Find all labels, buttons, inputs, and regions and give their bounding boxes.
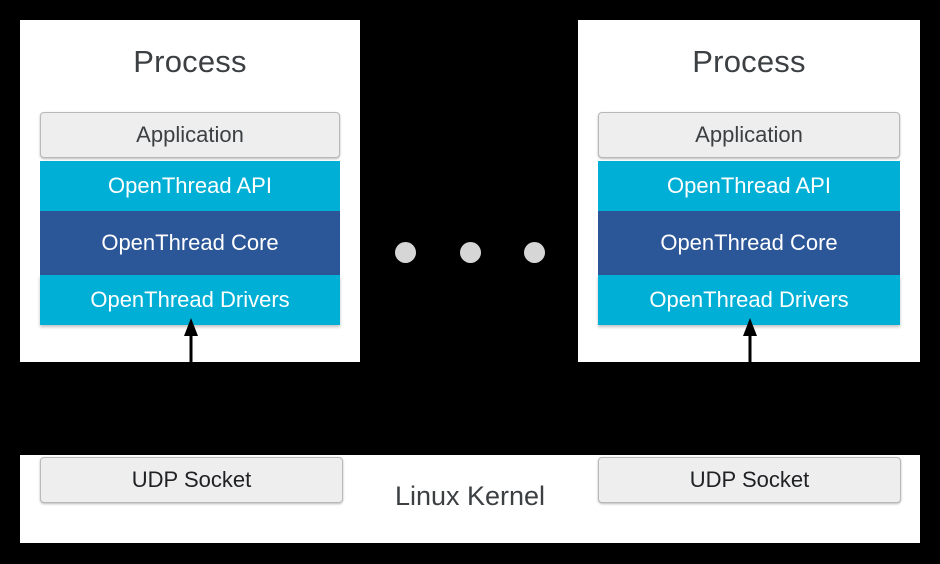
ellipsis-dot-icon — [459, 241, 481, 263]
ellipsis-dot-icon — [524, 241, 545, 263]
process-title-left: Process — [133, 44, 247, 79]
arrow-up-icon-left — [184, 318, 198, 364]
layer-stack-right: Application OpenThread API OpenThread Co… — [598, 112, 900, 325]
ellipsis-more-processes — [395, 240, 545, 264]
layer-application-left[interactable]: Application — [40, 112, 340, 158]
arrow-up-icon-right — [743, 318, 757, 364]
process-card-left: Process Application OpenThread API OpenT… — [20, 20, 360, 362]
layer-application-right[interactable]: Application — [598, 112, 900, 158]
udp-socket-box-left[interactable]: UDP Socket — [40, 457, 343, 503]
layer-stack-left: Application OpenThread API OpenThread Co… — [40, 112, 340, 325]
linux-kernel-label: Linux Kernel — [394, 481, 546, 511]
ellipsis-dot-icon — [395, 241, 416, 263]
layer-openthread-drivers-left[interactable]: OpenThread Drivers — [40, 275, 340, 325]
process-card-right: Process Application OpenThread API OpenT… — [578, 20, 920, 362]
process-title-right: Process — [692, 44, 806, 79]
layer-openthread-core-left[interactable]: OpenThread Core — [40, 211, 340, 275]
layer-openthread-drivers-right[interactable]: OpenThread Drivers — [598, 275, 900, 325]
layer-openthread-api-right[interactable]: OpenThread API — [598, 161, 900, 211]
udp-socket-box-right[interactable]: UDP Socket — [598, 457, 901, 503]
layer-openthread-api-left[interactable]: OpenThread API — [40, 161, 340, 211]
linux-kernel-bar: UDP Socket UDP Socket Linux Kernel — [20, 455, 920, 543]
layer-openthread-core-right[interactable]: OpenThread Core — [598, 211, 900, 275]
